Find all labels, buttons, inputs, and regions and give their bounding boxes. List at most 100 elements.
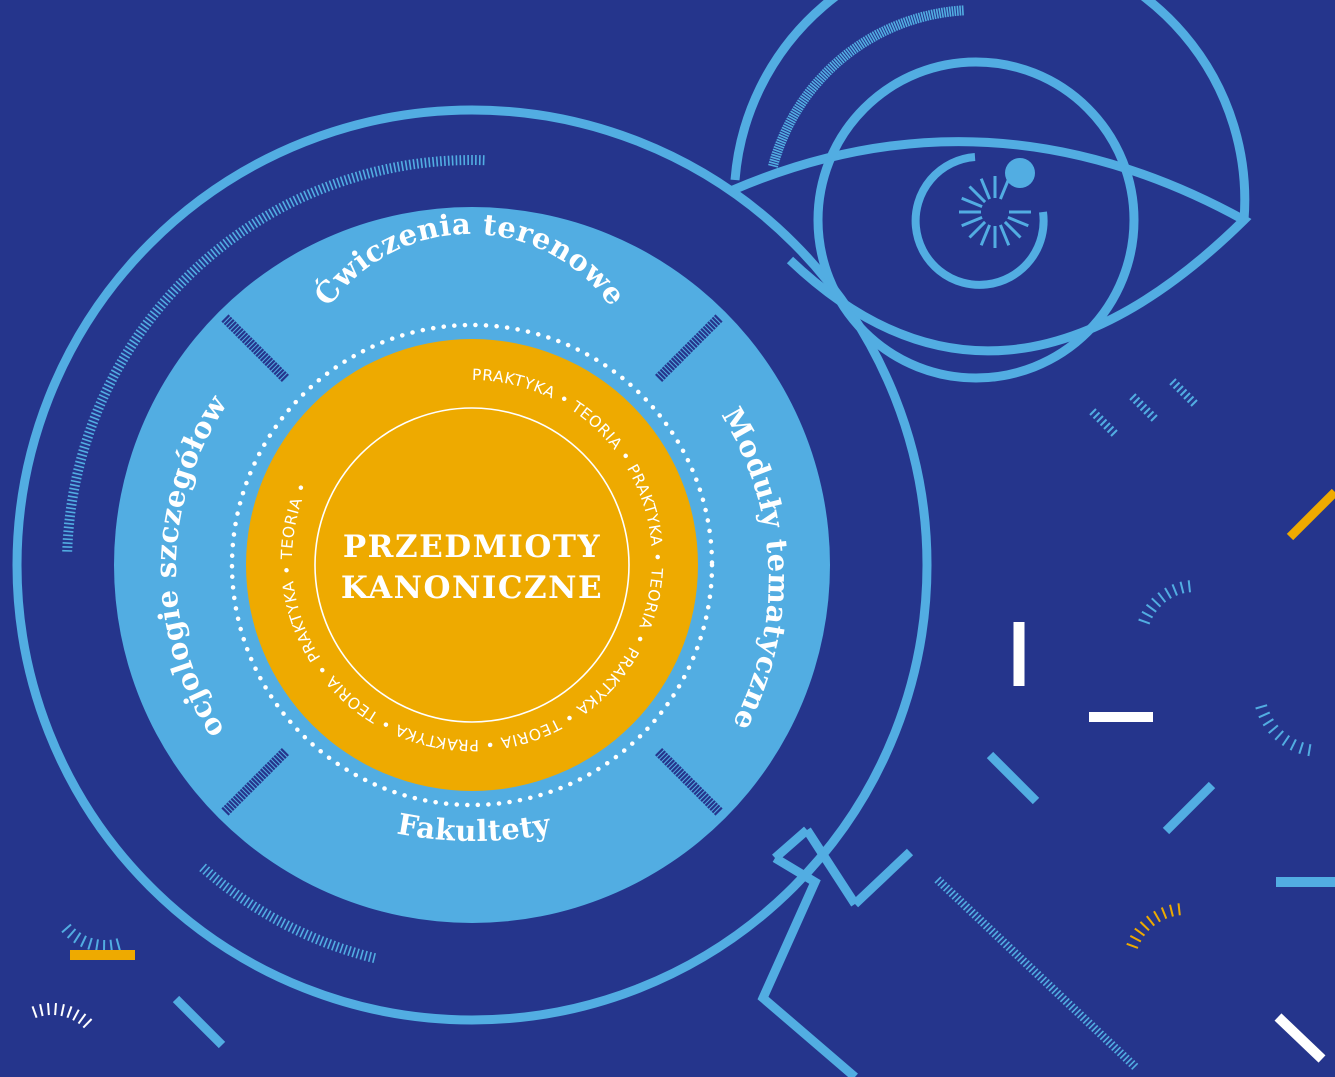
hatch-tick [845, 48, 853, 58]
hatch-tick [831, 59, 840, 69]
hatch-tick [1019, 957, 1028, 965]
hatch-tick [285, 199, 292, 209]
hatch-tick [1186, 395, 1195, 404]
hatch-tick [1088, 1022, 1096, 1030]
hatch-tick [343, 944, 348, 955]
hatch-tick [1146, 410, 1155, 419]
hatch-tick [303, 190, 309, 201]
hatch-tick [404, 160, 408, 171]
hatch-tick [999, 938, 1008, 946]
divider-hatch-mark [250, 343, 260, 353]
hatch-tick [1169, 378, 1177, 386]
divider-hatch-mark [661, 366, 671, 376]
hatch-tick [771, 151, 782, 156]
divider-hatch-mark [661, 754, 671, 764]
hatch-tick [321, 183, 327, 193]
hatch-tick [768, 163, 779, 168]
hatch-tick [428, 157, 431, 168]
hatch-tick [803, 90, 813, 99]
divider-hatch-mark [239, 332, 249, 342]
hatch-tick [788, 112, 799, 120]
hatch-small-arc-a [1138, 580, 1191, 625]
hatch-tick [837, 54, 845, 64]
hatch-tick [1079, 1014, 1087, 1022]
hatch-tick [265, 910, 272, 920]
pupil-ray [979, 224, 991, 246]
hatch-tick [814, 76, 824, 85]
hatch-tick [276, 916, 283, 927]
hatch-tick [238, 227, 246, 237]
hatch-tick [1091, 1024, 1099, 1033]
divider-hatch-mark [280, 748, 289, 757]
hatch-tick [1190, 399, 1198, 407]
hatch-tick [1042, 979, 1050, 987]
divider-hatch-mark [223, 804, 233, 814]
hatch-tick [1122, 1054, 1130, 1062]
hatch-tick [64, 522, 75, 525]
hatch-tick [912, 14, 918, 25]
hatch-tick [933, 9, 937, 20]
confetti-blue-diag-a [986, 751, 1040, 805]
hatch-tick [991, 930, 999, 938]
hatch-tick [63, 534, 74, 537]
hatch-tick [439, 156, 443, 167]
hatch-tick [225, 236, 233, 246]
hatch-tick [385, 163, 389, 175]
decorative-hatch-arcs [31, 5, 1312, 1070]
hatch-tick [1092, 411, 1101, 420]
hatch-tick [39, 1003, 44, 1017]
hatch-tick [794, 103, 804, 111]
hatch-tick [164, 292, 174, 301]
hatch-tick [792, 106, 803, 113]
hatch-tick [878, 27, 885, 38]
hatch-tick [1062, 997, 1070, 1006]
divider-hatch-mark [232, 325, 242, 335]
eye-outer-circle [730, 0, 1250, 221]
hatch-tick [343, 175, 349, 186]
pupil-ray [961, 196, 983, 208]
hatch-tick [283, 920, 290, 931]
hatch-tick [272, 914, 279, 924]
hatch-tick [900, 18, 906, 29]
hatch-tick [126, 342, 137, 349]
hatch-tick [424, 157, 427, 168]
hatch-tick [787, 115, 798, 122]
hatch-tick [170, 286, 179, 295]
hatch-tick [77, 452, 88, 458]
hatch-tick [1129, 935, 1142, 943]
hatch-tick [1119, 1051, 1127, 1060]
hatch-tick [961, 5, 964, 16]
hatch-tick [363, 950, 368, 961]
hatch-tick [937, 879, 945, 887]
hatch-tick [1125, 1057, 1133, 1065]
hatch-tick [175, 280, 184, 289]
divider-hatch-mark [686, 779, 696, 789]
hatch-tick [92, 408, 103, 414]
hatch-tick [965, 906, 973, 914]
hatch-tick [1108, 1041, 1116, 1049]
hatch-tick [783, 121, 794, 129]
divider-hatch-mark [704, 797, 714, 807]
hatch-tick [820, 70, 829, 79]
hatch-tick [115, 938, 121, 951]
hatch-tick [1065, 1000, 1073, 1008]
hatch-tick [1262, 718, 1274, 727]
divider-hatch-mark [693, 334, 703, 344]
hatch-tick [953, 6, 957, 17]
hatch-tick [860, 37, 868, 48]
hatch-tick [331, 940, 336, 951]
hatch-tick [980, 919, 988, 927]
hatch-tick [795, 101, 805, 109]
divider-hatch-mark [679, 348, 689, 358]
hatch-tick [781, 126, 792, 133]
hatch-tick [231, 231, 239, 241]
hatch-arc-bottom-left [199, 863, 376, 963]
hatch-tick [1068, 1003, 1076, 1011]
hatch-tick [1094, 1027, 1102, 1035]
hatch-tick [274, 204, 282, 215]
divider-hatch-mark [700, 793, 709, 802]
divider-hatch-mark [250, 777, 260, 787]
divider-hatch-mark [228, 800, 237, 809]
hatch-tick [78, 449, 89, 454]
